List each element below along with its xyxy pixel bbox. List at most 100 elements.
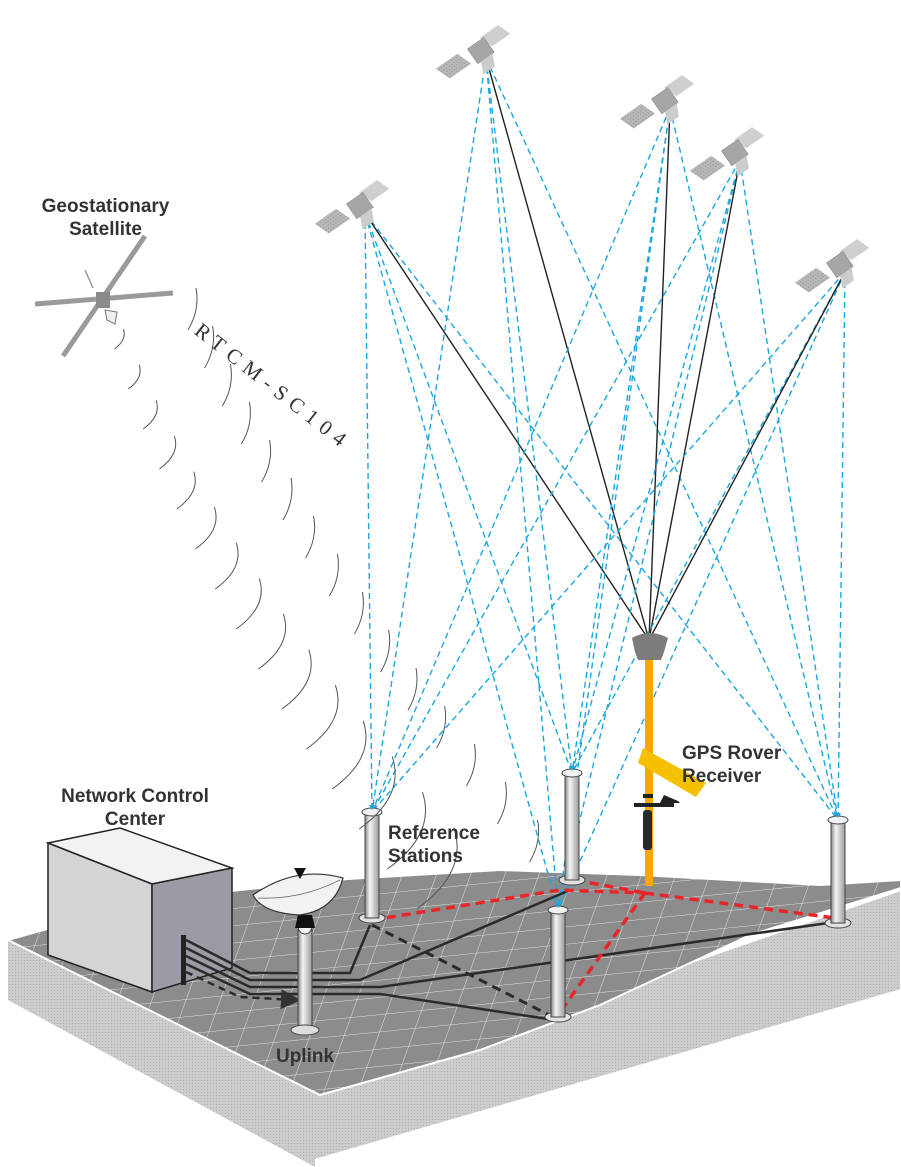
gps-satellite-icon	[619, 75, 695, 129]
signal-sat-1-ref-b	[364, 212, 573, 774]
gps-satellite-icon	[689, 127, 765, 181]
signal-sat-4-ref-a	[371, 159, 741, 813]
solar-panel	[665, 103, 679, 125]
broadcast-wave	[127, 364, 141, 390]
reference-stations	[358, 766, 852, 1023]
signal-sat-3-ref-d	[669, 107, 839, 821]
broadcast-wave	[387, 791, 426, 870]
broadcast-wave	[142, 400, 158, 430]
signal-sat-5-ref-b	[571, 271, 846, 774]
station-pillar	[564, 772, 580, 881]
label-line: Satellite	[69, 219, 142, 240]
gps-satellite-icon	[314, 180, 390, 234]
geostationary-satellite	[34, 234, 174, 358]
terrain-front-face	[8, 940, 315, 1167]
gps-rover-receiver	[632, 633, 706, 886]
broadcast-wave	[416, 827, 458, 910]
reference-stations-label: Reference Stations	[388, 822, 480, 868]
broadcast-wave	[221, 363, 232, 407]
cable-conduit	[181, 935, 186, 985]
broadcast-wave	[214, 542, 239, 590]
broadcast-wave	[240, 401, 251, 445]
broadcast-wave	[159, 435, 177, 470]
solar-panel	[734, 127, 765, 149]
rover-antenna	[632, 633, 668, 660]
solar-panel	[435, 53, 472, 79]
broadcast-wave	[436, 705, 447, 749]
signal-sat-3-rover	[648, 107, 671, 641]
solar-panel	[794, 267, 831, 293]
broadcast-wave	[258, 613, 287, 670]
broadcast-wave	[380, 629, 391, 673]
uplink-label: Uplink	[275, 1046, 335, 1067]
solar-panel	[735, 155, 749, 177]
broadcast-wave	[282, 477, 293, 521]
broadcast-wave	[281, 649, 312, 710]
correction-dashed-to-ref-c	[371, 923, 556, 1020]
signal-lines	[364, 57, 846, 911]
reference-station-ref-c	[544, 903, 572, 1023]
broadcast-wave	[306, 685, 339, 750]
station-pillar	[830, 819, 846, 924]
solar-panel	[314, 208, 351, 234]
solar-panel	[359, 180, 390, 202]
signal-sat-4-ref-d	[739, 159, 839, 821]
baseline-rover-d	[644, 891, 836, 920]
signal-sat-4-rover	[648, 159, 741, 641]
broadcast-wave	[114, 329, 125, 350]
baseline-rover-c	[556, 891, 647, 1017]
signal-sat-1-ref-d	[364, 212, 839, 821]
solar-panel	[839, 239, 870, 261]
signal-sat-5-ref-c	[557, 271, 846, 911]
cable-to-ref-c	[185, 962, 556, 1022]
signal-arrival-icon	[835, 813, 841, 818]
signal-sat-2-ref-c	[485, 57, 559, 911]
broadcast-wave	[331, 720, 367, 790]
solar-panel	[481, 53, 495, 75]
broadcast-wave	[235, 578, 262, 630]
signal-arrival-icon	[569, 766, 575, 771]
gps-satellite-icon	[435, 25, 511, 79]
geostationary-satellite-label: Geostationary Satellite	[18, 195, 193, 241]
broadcast-wave	[358, 756, 396, 830]
signal-sat-1-ref-c	[364, 212, 559, 911]
broadcast-wave	[261, 439, 272, 483]
station-baselines	[371, 878, 836, 1017]
station-pillar	[364, 811, 380, 919]
station-pillar	[550, 909, 566, 1018]
signal-sat-3-ref-b	[571, 107, 671, 774]
reference-station-ref-b	[558, 766, 586, 886]
broadcast-wave	[496, 781, 507, 825]
label-line: GPS Rover	[682, 743, 782, 764]
broadcast-wave	[187, 287, 198, 331]
signal-sat-1-ref-a	[364, 212, 373, 813]
broadcast-wave	[353, 591, 364, 635]
label-line: Reference	[388, 823, 480, 844]
solar-panel	[480, 25, 511, 47]
rover-grip	[643, 810, 652, 850]
broadcast-wave	[529, 819, 540, 863]
signal-sat-2-ref-b	[485, 57, 573, 774]
signal-sat-5-ref-d	[837, 271, 846, 821]
correction-flow-arrow	[185, 970, 301, 1010]
gps-rover-receiver-label: GPS Rover Receiver	[682, 742, 781, 788]
broadcast-wave	[407, 667, 418, 711]
signal-sat-2-ref-d	[485, 57, 839, 821]
rtcm-broadcast-waves	[114, 287, 540, 910]
reference-station-ref-a	[358, 805, 386, 924]
baseline-a-rover	[371, 888, 646, 922]
broadcast-wave	[328, 553, 339, 597]
label-line: Network Control	[61, 786, 209, 807]
label-line: Center	[104, 809, 166, 830]
baseline-b-rover	[574, 878, 646, 895]
broadcast-wave	[305, 515, 316, 559]
broadcast-wave	[465, 743, 476, 787]
solar-panel	[360, 208, 374, 230]
uplink-dish	[252, 868, 344, 1036]
solar-panel	[840, 267, 854, 289]
signal-sat-4-ref-c	[557, 159, 741, 911]
gps-satellites	[314, 25, 870, 293]
reference-station-ref-d	[824, 813, 852, 929]
signal-arrival-icon	[555, 903, 561, 908]
